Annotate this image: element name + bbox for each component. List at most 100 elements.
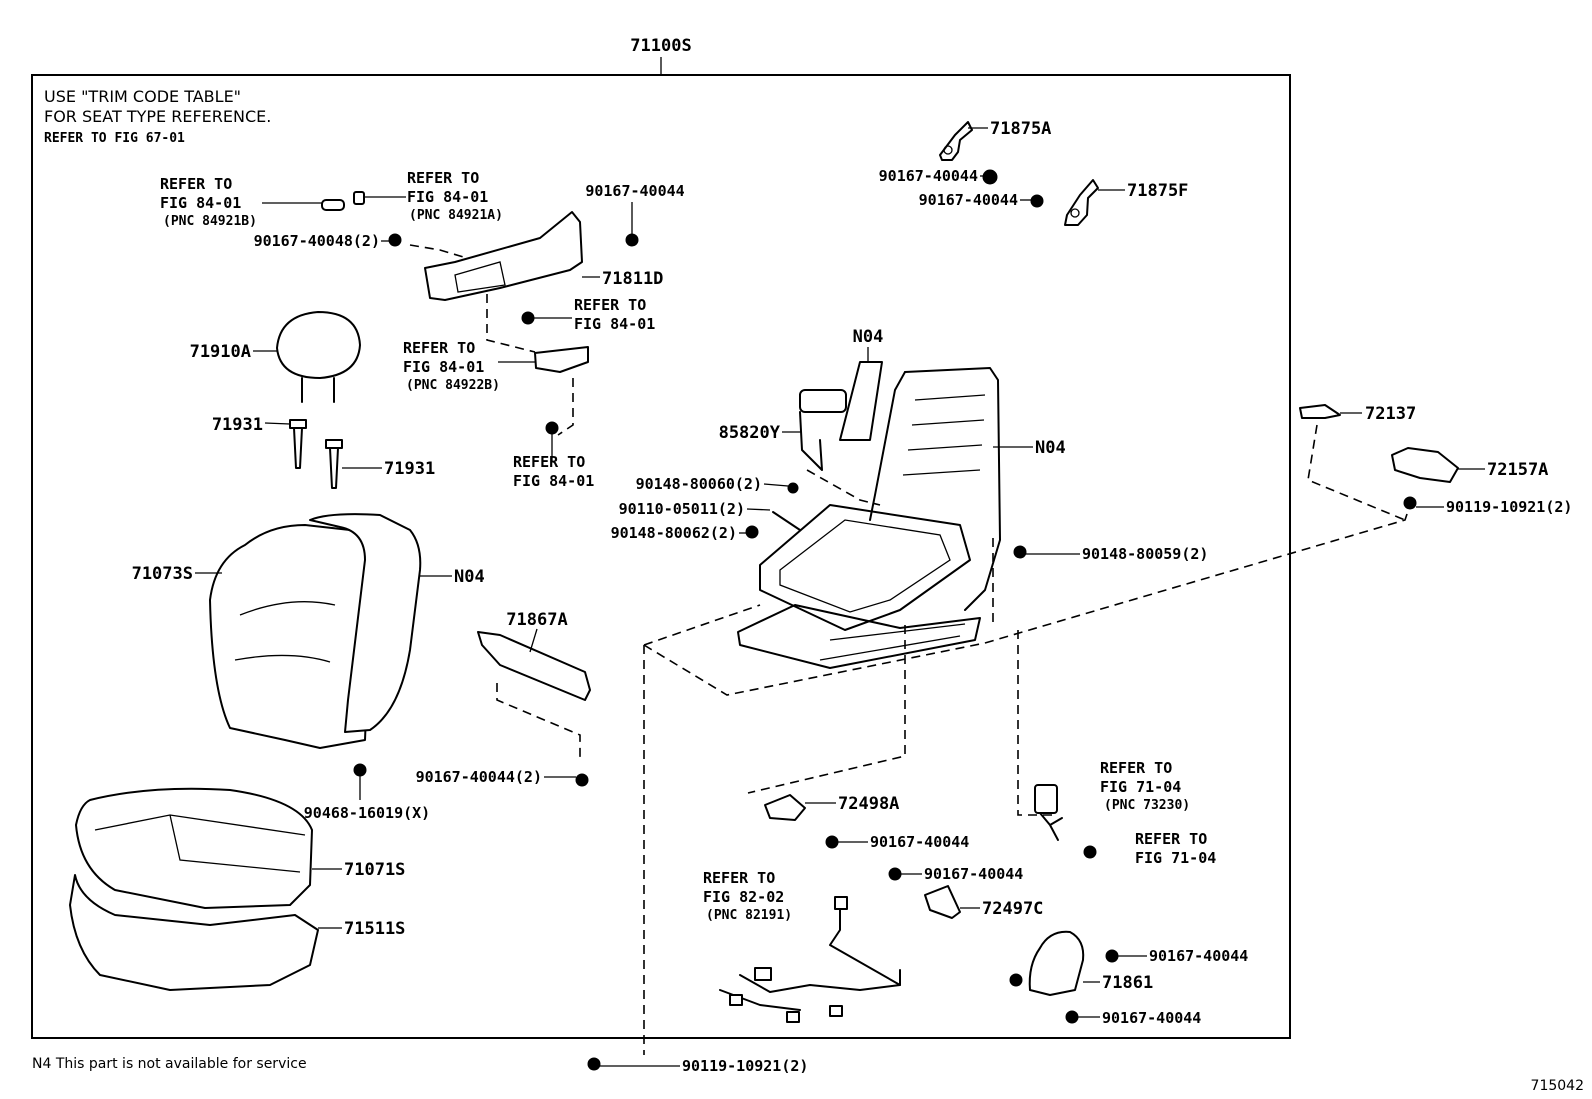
side-cover-71811d[interactable]: [424, 211, 583, 301]
callout-71910a[interactable]: 71910A: [190, 342, 251, 362]
refer-block-71-04[interactable]: REFER TO FIG 71-04: [1135, 830, 1216, 867]
callout-90119-10921-bottom[interactable]: 90119-10921(2): [682, 1057, 808, 1075]
bracket-72497c[interactable]: [924, 885, 961, 919]
bolt-icon: [1013, 545, 1027, 559]
cushion-pad-71511s[interactable]: [69, 874, 319, 991]
trim-code-note-line1: USE "TRIM CODE TABLE": [44, 87, 241, 106]
screw-icon: [1065, 1010, 1079, 1024]
refer-line: REFER TO: [1100, 759, 1172, 777]
callout-90167-40044-d[interactable]: 90167-40044: [870, 833, 969, 851]
bolt-90110: [772, 511, 801, 531]
screw-icon: [625, 233, 639, 247]
callout-90167-40044-f[interactable]: 90167-40044: [1149, 947, 1248, 965]
callout-90167-40044-e[interactable]: 90167-40044: [924, 865, 1023, 883]
callout-71867a[interactable]: 71867A: [506, 610, 567, 630]
callout-71811d[interactable]: 71811D: [602, 269, 663, 289]
refer-block-84921a[interactable]: REFER TO FIG 84-01 (PNC 84921A): [407, 169, 503, 223]
back-pad-n04[interactable]: [309, 513, 422, 733]
callout-90167-40044-b[interactable]: 90167-40044: [919, 191, 1018, 209]
refer-block-84921b[interactable]: REFER TO FIG 84-01 (PNC 84921B): [160, 175, 257, 229]
refer-line: (PNC 84921B): [163, 214, 257, 229]
callout-90148-80062[interactable]: 90148-80062(2): [611, 524, 737, 542]
refer-line: (PNC 84921A): [409, 208, 503, 223]
callout-90148-80059[interactable]: 90148-80059(2): [1082, 545, 1208, 563]
footnote-not-serviceable: N4 This part is not available for servic…: [32, 1056, 307, 1072]
callout-90119-10921-top[interactable]: 90119-10921(2): [1446, 498, 1572, 516]
trim-panel-71867a[interactable]: [477, 631, 591, 701]
cover-71861[interactable]: [1028, 930, 1085, 996]
lever-71875f[interactable]: [1064, 179, 1099, 226]
callout-90167-40044-g[interactable]: 90167-40044: [1102, 1009, 1201, 1027]
refer-line: REFER TO: [513, 453, 585, 471]
switch-84922b[interactable]: [534, 346, 589, 373]
callout-72497c[interactable]: 72497C: [982, 899, 1043, 919]
screw-icon: [1030, 194, 1044, 208]
refer-line: REFER TO: [1135, 830, 1207, 848]
callout-n04-frame[interactable]: N04: [1035, 438, 1066, 458]
callout-90167-40044-a[interactable]: 90167-40044: [879, 167, 978, 185]
callout-90167-40048[interactable]: 90167-40048(2): [254, 232, 380, 250]
refer-line: FIG 84-01: [160, 194, 241, 212]
refer-line: REFER TO: [407, 169, 479, 187]
callout-90167-40044-x2[interactable]: 90167-40044(2): [416, 768, 542, 786]
callout-71861[interactable]: 71861: [1102, 973, 1153, 993]
refer-line: REFER TO: [574, 296, 646, 314]
switch-knob-84921a[interactable]: [353, 191, 365, 205]
motor-85820y[interactable]: [799, 389, 847, 471]
seat-frame-n04[interactable]: [737, 367, 1001, 669]
bolt-icon: [888, 867, 902, 881]
bolt-icon: [587, 1057, 601, 1071]
switch-knob-84921b[interactable]: [321, 199, 345, 211]
refer-block-84922b[interactable]: REFER TO FIG 84-01 (PNC 84922B): [403, 339, 500, 393]
headrest-guide-71931-right[interactable]: [325, 439, 343, 489]
callout-71875a[interactable]: 71875A: [990, 119, 1051, 139]
callout-90148-80060[interactable]: 90148-80060(2): [636, 475, 762, 493]
screw-icon: [521, 311, 535, 325]
seat-belt-buckle-73230[interactable]: [1034, 784, 1063, 841]
callout-85820y[interactable]: 85820Y: [719, 423, 781, 443]
refer-line: REFER TO: [703, 869, 775, 887]
callout-72157a[interactable]: 72157A: [1487, 460, 1548, 480]
cover-72137[interactable]: [1299, 404, 1341, 419]
wire-harness-82191[interactable]: [719, 896, 901, 1023]
refer-block-73230[interactable]: REFER TO FIG 71-04 (PNC 73230): [1100, 759, 1190, 813]
callout-71931-left[interactable]: 71931: [212, 415, 263, 435]
headrest-71910a[interactable]: [276, 311, 361, 403]
leader-lines: [195, 127, 1485, 1067]
callout-71073s[interactable]: 71073S: [132, 564, 193, 584]
callout-71875f[interactable]: 71875F: [1127, 181, 1188, 201]
nut-icon: [982, 169, 998, 185]
callout-n04-airbag[interactable]: N04: [853, 327, 884, 347]
dashed-guides: [409, 244, 1411, 1055]
refer-block-84-01-b[interactable]: REFER TO FIG 84-01: [513, 453, 594, 490]
cushion-cover-71071s[interactable]: [75, 787, 313, 909]
back-cover-71073s[interactable]: [209, 524, 373, 749]
refer-block-84-01-a[interactable]: REFER TO FIG 84-01: [574, 296, 655, 333]
callout-71511s[interactable]: 71511S: [344, 919, 405, 939]
callout-72137[interactable]: 72137: [1365, 404, 1416, 424]
callout-72498a[interactable]: 72498A: [838, 794, 899, 814]
lever-71875a[interactable]: [939, 121, 973, 161]
headrest-guide-71931-left[interactable]: [289, 419, 307, 469]
refer-block-82191[interactable]: REFER TO FIG 82-02 (PNC 82191): [703, 869, 792, 923]
side-airbag-n04[interactable]: [839, 361, 883, 441]
bolt-icon: [787, 482, 799, 494]
refer-line: FIG 84-01: [574, 315, 655, 333]
top-assembly-label[interactable]: 71100S: [630, 36, 691, 56]
callout-71931-right[interactable]: 71931: [384, 459, 435, 479]
callout-90167-40044-c[interactable]: 90167-40044: [585, 182, 684, 200]
refer-line: REFER TO: [160, 175, 232, 193]
callout-90110-05011[interactable]: 90110-05011(2): [619, 500, 745, 518]
refer-line: REFER TO: [403, 339, 475, 357]
refer-line: (PNC 84922B): [406, 378, 500, 393]
bracket-72498a[interactable]: [764, 794, 806, 821]
cover-72157a[interactable]: [1391, 447, 1459, 483]
refer-fig-67-note: REFER TO FIG 67-01: [44, 131, 185, 146]
callout-90468-16019[interactable]: 90468-16019(X): [304, 804, 430, 822]
callout-71071s[interactable]: 71071S: [344, 860, 405, 880]
bolt-icon: [1403, 496, 1417, 510]
refer-line: FIG 71-04: [1135, 849, 1216, 867]
callout-n04-pad[interactable]: N04: [454, 567, 485, 587]
screw-icon: [388, 233, 402, 247]
